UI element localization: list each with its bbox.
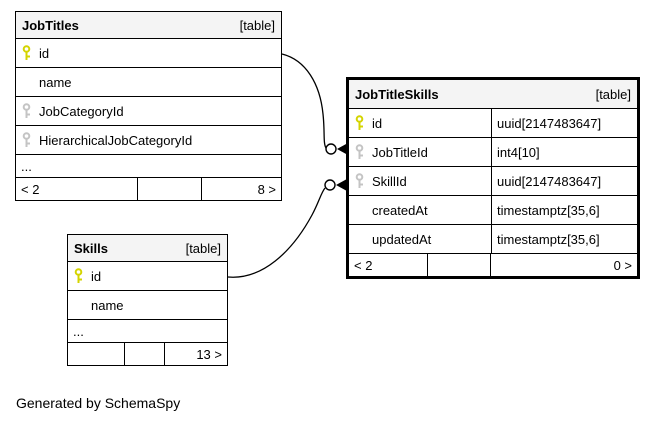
footer-parents-count: < 2	[349, 254, 428, 276]
column-name: HierarchicalJobCategoryId	[39, 132, 193, 148]
table-footer: 13 >	[68, 343, 227, 365]
table-footer: < 2 8 >	[16, 178, 281, 200]
footer-children-count: 8 >	[257, 181, 276, 197]
column-name: id	[91, 268, 102, 284]
column-type: int4[10]	[491, 138, 637, 166]
column-name: SkillId	[372, 173, 407, 189]
column-name: JobTitleId	[372, 144, 428, 160]
column-name: JobCategoryId	[39, 103, 124, 119]
column-type: uuid[2147483647]	[491, 167, 637, 195]
table-header[interactable]: JobTitles [table]	[16, 12, 281, 39]
connector-jobtitles-to-jobtitleskills	[281, 53, 327, 149]
footer-parents-count: < 2	[16, 178, 138, 200]
foreign-key-icon	[22, 131, 31, 147]
foreign-key-icon	[355, 172, 364, 188]
column-row: HierarchicalJobCategoryId	[16, 126, 281, 155]
column-row: updatedAt timestamptz[35,6]	[349, 225, 637, 254]
table-name: JobTitles	[22, 17, 79, 33]
column-type: timestamptz[35,6]	[491, 196, 637, 224]
generator-credit: Generated by SchemaSpy	[16, 395, 181, 411]
connector-skills-to-jobtitleskills	[227, 187, 326, 278]
primary-key-icon	[74, 267, 83, 283]
column-name: updatedAt	[372, 231, 432, 247]
entity-table-jobtitleskills[interactable]: JobTitleSkills [table] id uuid[214748364…	[346, 77, 640, 279]
table-type-badge: [table]	[185, 240, 221, 256]
footer-middle-cell	[138, 178, 202, 200]
column-name: createdAt	[372, 202, 428, 218]
table-name: Skills	[74, 240, 108, 256]
footer-parents-count	[68, 343, 125, 365]
column-name: name	[39, 74, 72, 90]
column-row: name	[68, 291, 227, 320]
footer-children-count: 13 >	[196, 346, 222, 362]
column-row: createdAt timestamptz[35,6]	[349, 196, 637, 225]
column-row: JobCategoryId	[16, 97, 281, 126]
column-row: JobTitleId int4[10]	[349, 138, 637, 167]
table-type-badge: [table]	[239, 17, 275, 33]
column-row: id uuid[2147483647]	[349, 109, 637, 138]
column-name: name	[91, 297, 124, 313]
primary-key-icon	[22, 44, 31, 60]
column-name: id	[39, 45, 50, 61]
table-header[interactable]: JobTitleSkills [table]	[349, 80, 637, 109]
hidden-columns-ellipsis: ...	[68, 320, 227, 343]
table-header[interactable]: Skills [table]	[68, 235, 227, 262]
column-type: timestamptz[35,6]	[491, 225, 637, 253]
table-footer: < 2 0 >	[349, 254, 637, 276]
table-type-badge: [table]	[595, 86, 631, 102]
entity-table-jobtitles[interactable]: JobTitles [table] id name	[15, 11, 282, 201]
footer-middle-cell	[125, 343, 165, 365]
primary-key-icon	[355, 114, 364, 130]
column-row: name	[16, 68, 281, 97]
column-type: uuid[2147483647]	[491, 109, 637, 137]
foreign-key-icon	[355, 143, 364, 159]
column-name: id	[372, 115, 383, 131]
foreign-key-icon	[22, 102, 31, 118]
relationship-dot	[324, 179, 336, 191]
column-row: id	[68, 262, 227, 291]
footer-children-count: 0 >	[613, 257, 632, 273]
relationship-dot	[325, 143, 337, 155]
relationship-arrow-icon	[336, 179, 346, 191]
table-name: JobTitleSkills	[355, 86, 439, 102]
entity-table-skills[interactable]: Skills [table] id name ... 13 >	[67, 234, 228, 366]
column-row: id	[16, 39, 281, 68]
footer-middle-cell	[428, 254, 491, 276]
hidden-columns-ellipsis: ...	[16, 155, 281, 178]
column-row: SkillId uuid[2147483647]	[349, 167, 637, 196]
